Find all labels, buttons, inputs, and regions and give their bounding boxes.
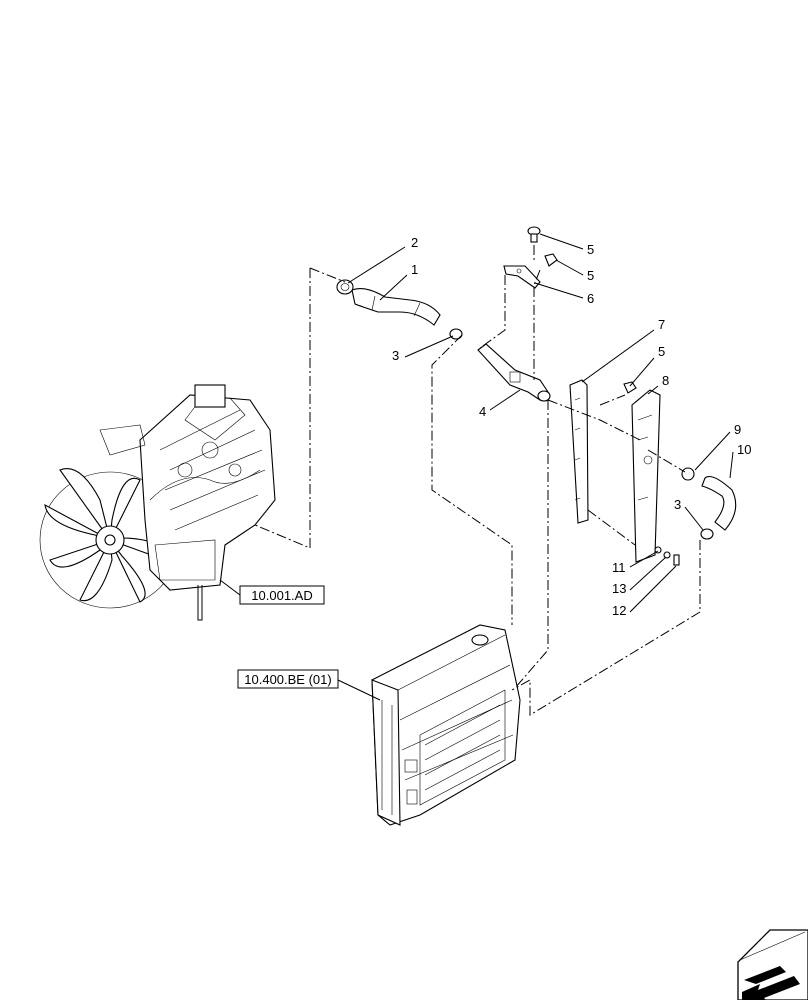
hose-clamp-9 [681, 467, 695, 481]
callout-5-mid: 5 [587, 268, 594, 283]
engine-assembly [39, 384, 276, 621]
engine-ref-box[interactable]: 10.001.AD [239, 585, 325, 605]
lower-hose-10 [701, 475, 737, 531]
next-page-arrow-icon[interactable] [737, 929, 808, 1000]
callout-4: 4 [479, 404, 486, 419]
connection-lines [254, 245, 701, 716]
bolt-5-top [527, 226, 541, 243]
callout-11: 11 [612, 560, 626, 575]
water-pipe-4 [477, 343, 551, 402]
callout-1: 1 [411, 262, 418, 277]
callout-13: 13 [612, 581, 626, 596]
engine-block [99, 384, 276, 621]
radiator-ref-label[interactable]: 10.400.BE (01) [244, 672, 331, 687]
radiator-ref-box[interactable]: 10.400.BE (01) [237, 669, 339, 689]
callout-5-plate: 5 [658, 344, 665, 359]
callout-3-lower: 3 [674, 497, 681, 512]
callout-9: 9 [734, 422, 741, 437]
callout-3-upper: 3 [392, 348, 399, 363]
bracket-6 [503, 265, 541, 289]
callout-8: 8 [662, 373, 669, 388]
callout-12: 12 [612, 603, 626, 618]
radiator-assembly [371, 624, 521, 826]
hardware-11-13-12 [654, 546, 680, 566]
callout-10: 10 [737, 442, 751, 457]
bolt-5-plate [623, 381, 637, 394]
bolt-5-mid [544, 253, 558, 267]
callout-7: 7 [658, 317, 665, 332]
callout-6: 6 [587, 291, 594, 306]
support-plate-7 [569, 379, 589, 524]
leader-lines [219, 233, 734, 701]
callout-5-top: 5 [587, 242, 594, 257]
hose-clamp-3-lower [700, 528, 714, 540]
engine-ref-label[interactable]: 10.001.AD [251, 588, 312, 603]
bracket-8 [631, 389, 661, 563]
upper-radiator-hose [351, 288, 441, 326]
callout-2: 2 [411, 235, 418, 250]
hose-clamp-2 [336, 279, 354, 295]
callouts: 2 1 3 4 5 5 6 7 5 8 9 10 3 11 13 12 [392, 235, 751, 618]
